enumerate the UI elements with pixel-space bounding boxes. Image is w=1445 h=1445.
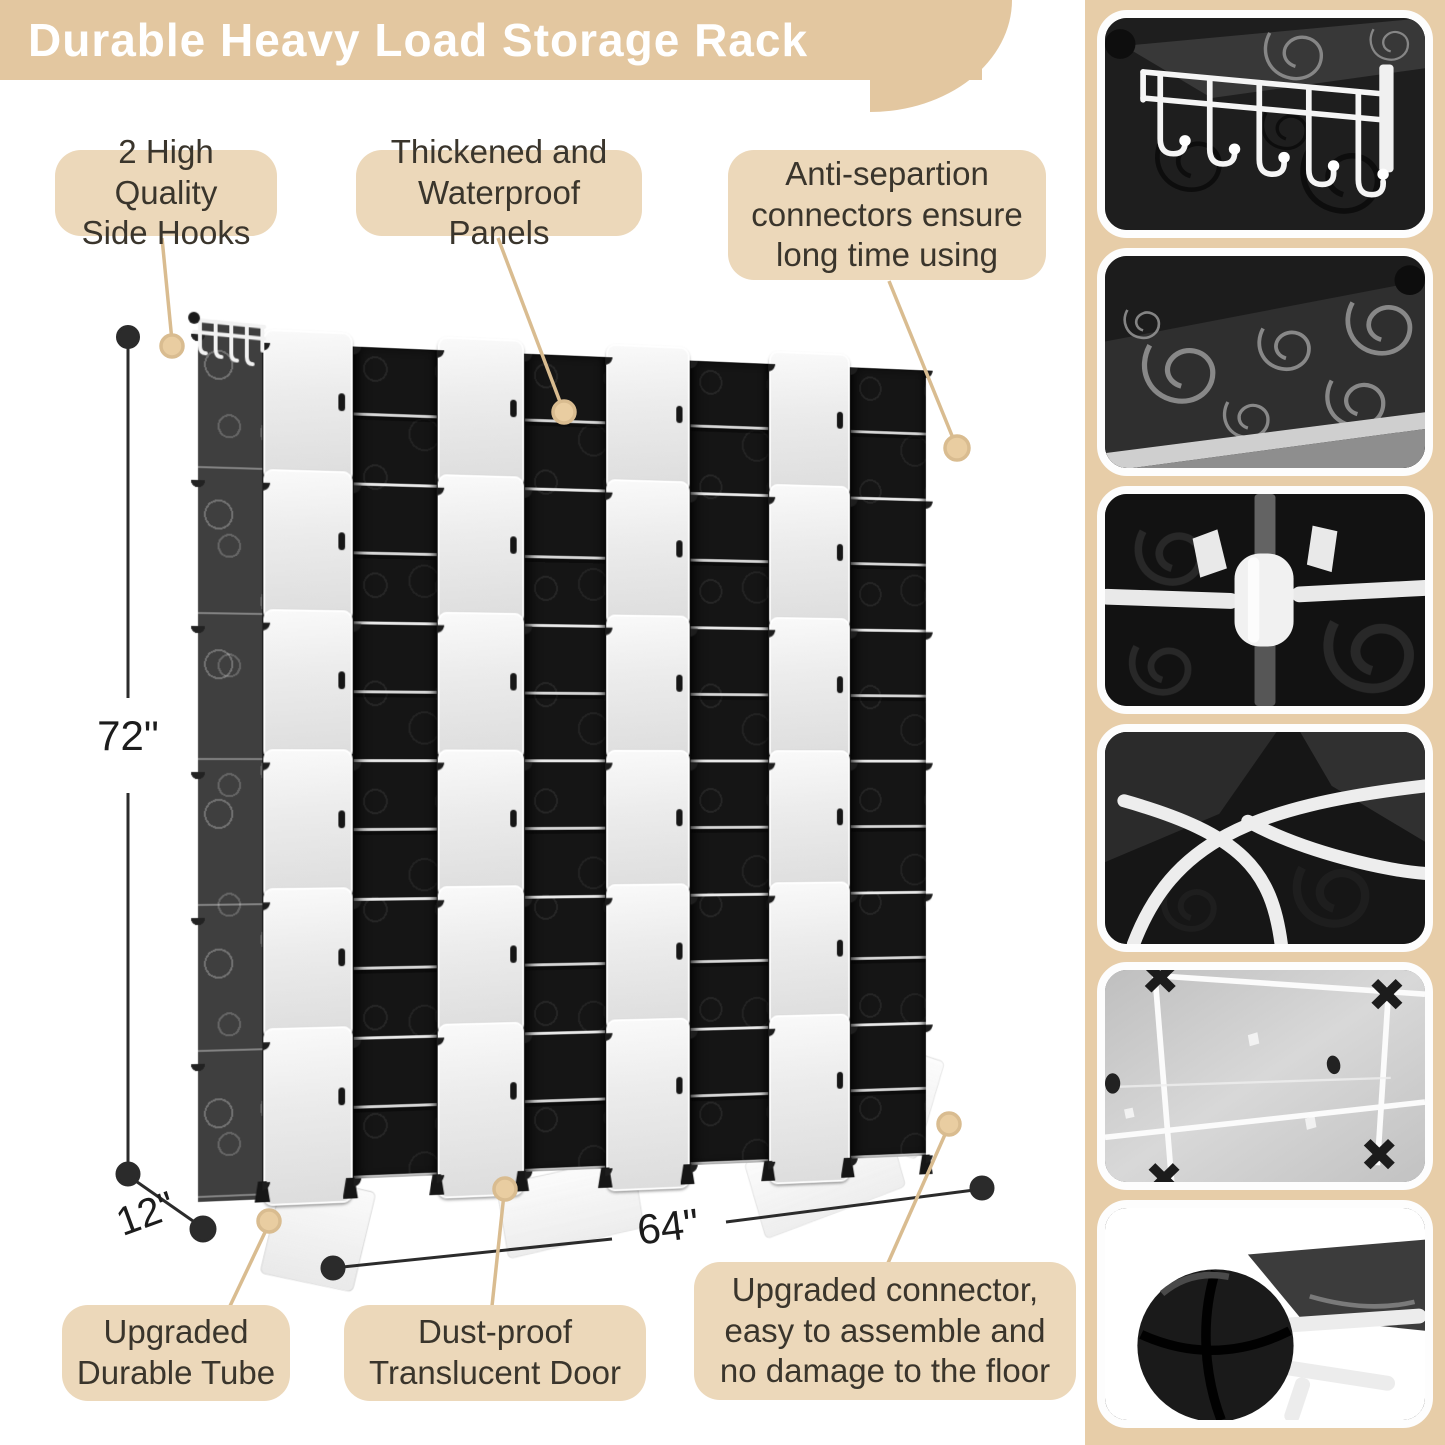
callout-connectors: Anti-separtion connectors ensure long ti… xyxy=(728,150,1046,280)
translucent-door xyxy=(769,881,850,1028)
door-handle-hole xyxy=(676,540,683,558)
translucent-door xyxy=(769,616,850,762)
door-handle-hole xyxy=(510,399,517,418)
rack-open-cubes-column xyxy=(850,367,926,1159)
door-handle-hole xyxy=(836,807,843,825)
thumbnail-floor-connector-closeup xyxy=(1097,1200,1433,1428)
hook-rail-icon xyxy=(1140,69,1390,198)
translucent-door xyxy=(263,608,353,761)
door-handle-hole xyxy=(510,536,517,554)
door-handle-hole xyxy=(510,672,517,691)
translucent-door xyxy=(437,749,525,899)
door-handle-hole xyxy=(836,1071,843,1090)
rack-door-column xyxy=(768,350,850,1198)
translucent-door xyxy=(769,749,850,895)
rack-open-cubes-column xyxy=(690,360,769,1166)
door-handle-hole xyxy=(676,674,683,692)
door-handle-hole xyxy=(676,942,683,961)
rack-door-column xyxy=(437,336,525,1212)
translucent-door xyxy=(769,1013,850,1185)
door-handle-hole xyxy=(676,808,683,826)
translucent-door xyxy=(437,1021,525,1199)
callout-tube: Upgraded Durable Tube xyxy=(62,1305,290,1401)
translucent-door xyxy=(437,611,525,761)
door-handle-hole xyxy=(338,809,346,828)
door-handle-hole xyxy=(510,945,517,964)
rack-door-column xyxy=(262,328,353,1220)
door-handle-hole xyxy=(510,1082,517,1100)
door-handle-hole xyxy=(836,543,843,561)
rack-side-connector-dots xyxy=(191,333,205,1207)
door-handle-hole xyxy=(338,1087,346,1106)
dimension-depth-label: 12" xyxy=(110,1183,181,1245)
thumbnail-tube-joint-closeup xyxy=(1097,724,1433,952)
side-hooks-icon xyxy=(186,311,272,368)
translucent-door xyxy=(263,748,353,901)
door-handle-hole xyxy=(338,393,346,412)
callout-side-hooks: 2 High Quality Side Hooks xyxy=(55,133,277,251)
rack-extras xyxy=(198,300,928,333)
translucent-door xyxy=(606,614,690,761)
door-handle-hole xyxy=(676,1076,683,1095)
thumbnail-side-hooks-closeup xyxy=(1097,10,1433,238)
dimension-width-label: 64" xyxy=(634,1199,702,1254)
door-handle-hole xyxy=(338,948,346,967)
title-banner: Durable Heavy Load Storage Rack xyxy=(0,0,982,80)
translucent-door xyxy=(606,478,690,627)
translucent-door xyxy=(437,336,525,489)
translucent-door xyxy=(606,343,690,493)
corner-connectors xyxy=(1144,970,1403,1182)
rack-foot xyxy=(919,1154,933,1174)
translucent-door xyxy=(263,887,353,1041)
translucent-door xyxy=(263,328,353,484)
callout-door: Dust-proof Translucent Door xyxy=(344,1305,646,1401)
rack-front-face xyxy=(262,328,926,1207)
translucent-door xyxy=(606,749,690,897)
translucent-door xyxy=(769,350,850,498)
door-handle-hole xyxy=(338,671,346,689)
translucent-door xyxy=(263,468,353,622)
storage-rack-image xyxy=(198,300,946,1293)
rack-side-panel xyxy=(198,322,263,1202)
rack-open-cubes-column xyxy=(353,346,437,1179)
callout-floor-connector: Upgraded connector, easy to assemble and… xyxy=(694,1262,1076,1400)
translucent-door xyxy=(769,483,850,630)
door-handle-hole xyxy=(836,411,843,429)
translucent-door xyxy=(263,1026,353,1207)
page-title: Durable Heavy Load Storage Rack xyxy=(28,14,809,66)
dimension-height-label: 72" xyxy=(97,712,159,759)
thumbnail-panel-texture-closeup xyxy=(1097,248,1433,476)
translucent-door xyxy=(606,1017,690,1192)
translucent-door xyxy=(606,883,690,1032)
rack-open-cubes-column xyxy=(524,353,606,1172)
door-handle-hole xyxy=(836,939,843,957)
detail-thumbnail-strip xyxy=(1085,0,1445,1445)
door-handle-hole xyxy=(510,809,517,827)
callout-panels: Thickened and Waterproof Panels xyxy=(356,133,642,251)
door-handle-hole xyxy=(836,675,843,693)
door-handle-hole xyxy=(676,405,683,424)
translucent-door xyxy=(437,473,525,625)
thumbnail-anti-separation-connector-closeup xyxy=(1097,486,1433,714)
thumbnail-translucent-door-closeup xyxy=(1097,962,1433,1190)
rack-door-column xyxy=(605,343,690,1205)
door-handle-hole xyxy=(338,532,346,551)
translucent-door xyxy=(437,885,525,1036)
